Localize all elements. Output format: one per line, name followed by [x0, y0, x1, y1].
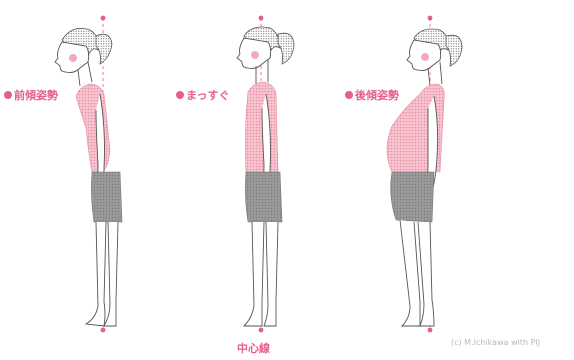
- bullet-dot-icon: [4, 91, 12, 99]
- backward-posture-text: 後傾姿勢: [355, 89, 399, 102]
- figure-straight: [237, 16, 294, 333]
- figure-forward-lean: [55, 16, 122, 333]
- backward-posture-label: 後傾姿勢: [345, 90, 399, 102]
- bullet-dot-icon: [176, 91, 184, 99]
- forward-posture-label: 前傾姿勢: [4, 90, 58, 102]
- forward-posture-text: 前傾姿勢: [14, 89, 58, 102]
- center-line-label: 中心線: [237, 340, 270, 356]
- straight-posture-text: まっすぐ: [186, 89, 230, 102]
- straight-posture-label: まっすぐ: [176, 90, 230, 102]
- figure-backward-lean: [387, 16, 462, 333]
- bullet-dot-icon: [345, 91, 353, 99]
- copyright-credit: (c) M.Ichikawa with PIJ: [451, 338, 540, 347]
